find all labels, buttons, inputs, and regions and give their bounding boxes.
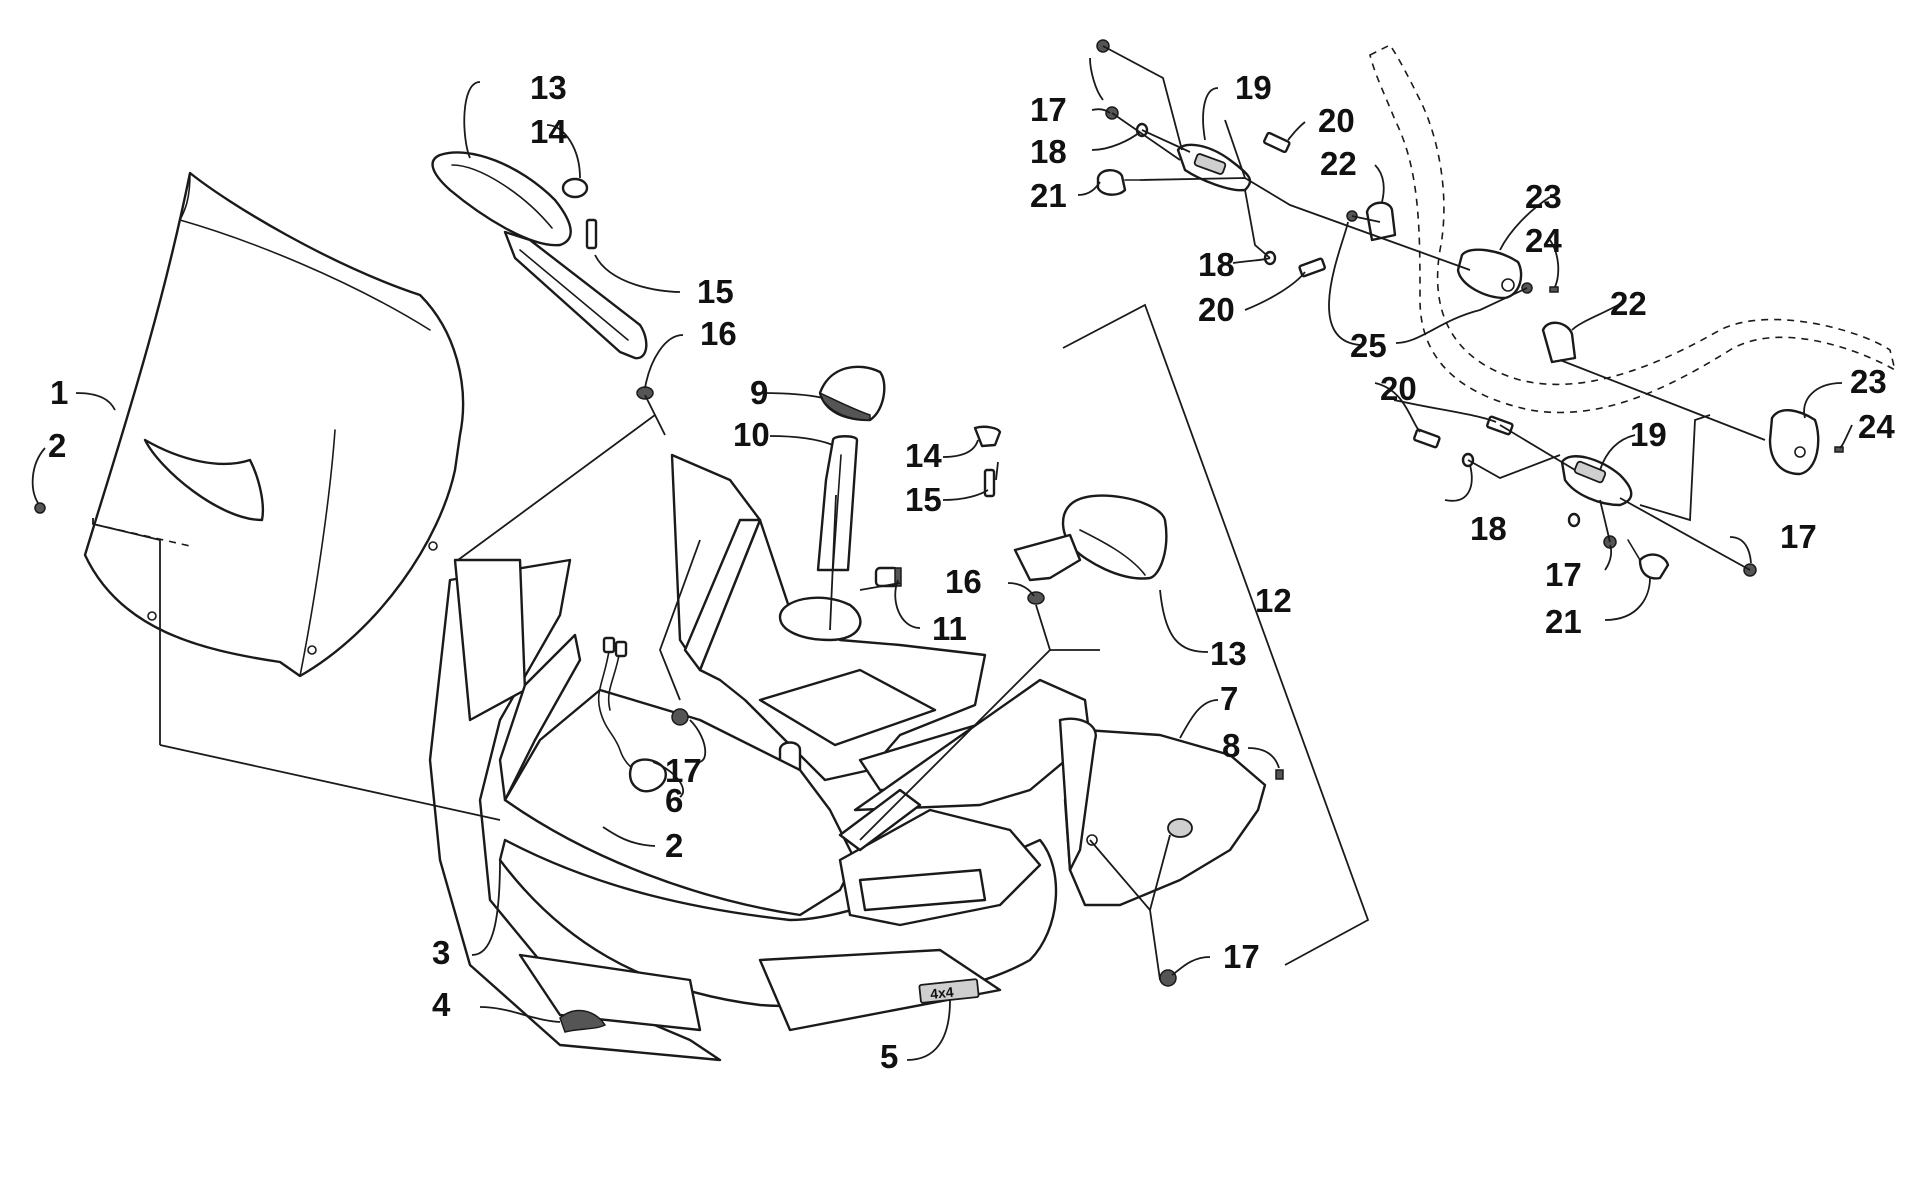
callout-21-upper: 21 <box>1030 177 1067 214</box>
callout-18-lower: 18 <box>1470 510 1507 547</box>
mirror-bolt-left <box>585 218 598 250</box>
explode-lines-main <box>92 394 1171 981</box>
callout-23-upper: 23 <box>1525 178 1562 215</box>
windshield-screw <box>34 502 46 514</box>
callout-24-upper: 24 <box>1525 222 1562 259</box>
callout-14-left: 14 <box>530 113 567 150</box>
front-fairing <box>428 558 1092 1062</box>
callout-19-lower: 19 <box>1630 416 1667 453</box>
washer-18-lower-b <box>1567 512 1581 528</box>
bolt-20-mid <box>1298 257 1326 278</box>
bolt-20-upper <box>1263 131 1291 154</box>
callout-20-mid: 20 <box>1198 291 1235 328</box>
callout-15-left: 15 <box>697 273 734 310</box>
callout-7: 7 <box>1220 680 1238 717</box>
callout-10: 10 <box>733 416 770 453</box>
callout-3: 3 <box>432 934 450 971</box>
callout-17-left: 17 <box>665 752 702 789</box>
callout-15-right: 15 <box>905 481 942 518</box>
callout-20-upper: 20 <box>1318 102 1355 139</box>
callout-22-lower: 22 <box>1610 285 1647 322</box>
panel-screw <box>1275 769 1284 780</box>
explode-lines-handlebar <box>1102 45 1766 571</box>
mirror-cap <box>561 177 589 199</box>
handlebar <box>1369 43 1897 414</box>
grip-23-lower <box>1768 409 1820 476</box>
callout-8: 8 <box>1222 727 1240 764</box>
callout-18-upper: 18 <box>1030 133 1067 170</box>
holder-22-upper <box>1365 201 1397 242</box>
callout-4: 4 <box>432 986 451 1023</box>
callout-5: 5 <box>880 1038 898 1075</box>
callout-14-right: 14 <box>905 437 942 474</box>
callout-20-lower: 20 <box>1380 370 1417 407</box>
callout-13-left: 13 <box>530 69 567 106</box>
callout-19-upper: 19 <box>1235 69 1272 106</box>
callout-17-far-right: 17 <box>1780 518 1817 555</box>
callout-23-lower: 23 <box>1850 363 1887 400</box>
left-mirror <box>431 151 648 360</box>
screw-24-lower <box>1834 446 1844 453</box>
shift-lever <box>816 435 859 572</box>
callout-25: 25 <box>1350 327 1387 364</box>
callout-24-lower: 24 <box>1858 408 1895 445</box>
callout-22-upper: 22 <box>1320 145 1357 182</box>
screw-24-upper <box>1549 286 1559 293</box>
mirror-washer-right <box>1027 591 1045 605</box>
mirror-washer-left <box>636 386 654 400</box>
callout-18-mid: 18 <box>1198 246 1235 283</box>
callout-16-right: 16 <box>945 563 982 600</box>
shift-knob <box>818 365 886 422</box>
nut-17-left <box>671 708 689 726</box>
callout-12: 12 <box>1255 582 1292 619</box>
callout-11: 11 <box>932 610 967 647</box>
fairing-emblem <box>559 1009 607 1033</box>
holder-22-lower <box>1541 321 1577 364</box>
callout-labels: 1 2 2 3 4 5 6 7 8 9 10 11 12 13 13 14 14… <box>48 69 1895 1075</box>
callout-6: 6 <box>665 782 683 819</box>
nut-17-lower <box>1159 969 1177 987</box>
callout-2-upper: 2 <box>48 427 66 464</box>
callout-16-left: 16 <box>700 315 737 352</box>
callout-13-right: 13 <box>1210 635 1247 672</box>
bracket-12 <box>1062 303 1370 966</box>
mirror-cap-right <box>973 425 1002 448</box>
callout-1: 1 <box>50 374 68 411</box>
grip-23-upper <box>1456 248 1523 300</box>
callout-17-lower: 17 <box>1223 938 1260 975</box>
windshield <box>83 171 465 678</box>
callout-21-lower: 21 <box>1545 603 1582 640</box>
knob-21-lower <box>1627 539 1670 580</box>
side-panel-right <box>1058 717 1267 907</box>
bolt-20-lower-a <box>1413 428 1441 449</box>
callout-17-mid: 17 <box>1545 556 1582 593</box>
callout-17-top: 17 <box>1030 91 1067 128</box>
mirror-bolt-right <box>983 468 996 498</box>
clamp-19-lower <box>1560 455 1633 507</box>
callout-2-lower: 2 <box>665 827 683 864</box>
callout-leaders <box>31 57 1853 1061</box>
wiring-harness <box>597 636 667 793</box>
knob-21-upper <box>1096 169 1141 196</box>
right-mirror <box>1013 494 1168 582</box>
callout-9: 9 <box>750 374 768 411</box>
decal-text: 4x4 <box>929 984 954 1002</box>
fairing-decal-4x4: 4x4 <box>918 978 980 1004</box>
